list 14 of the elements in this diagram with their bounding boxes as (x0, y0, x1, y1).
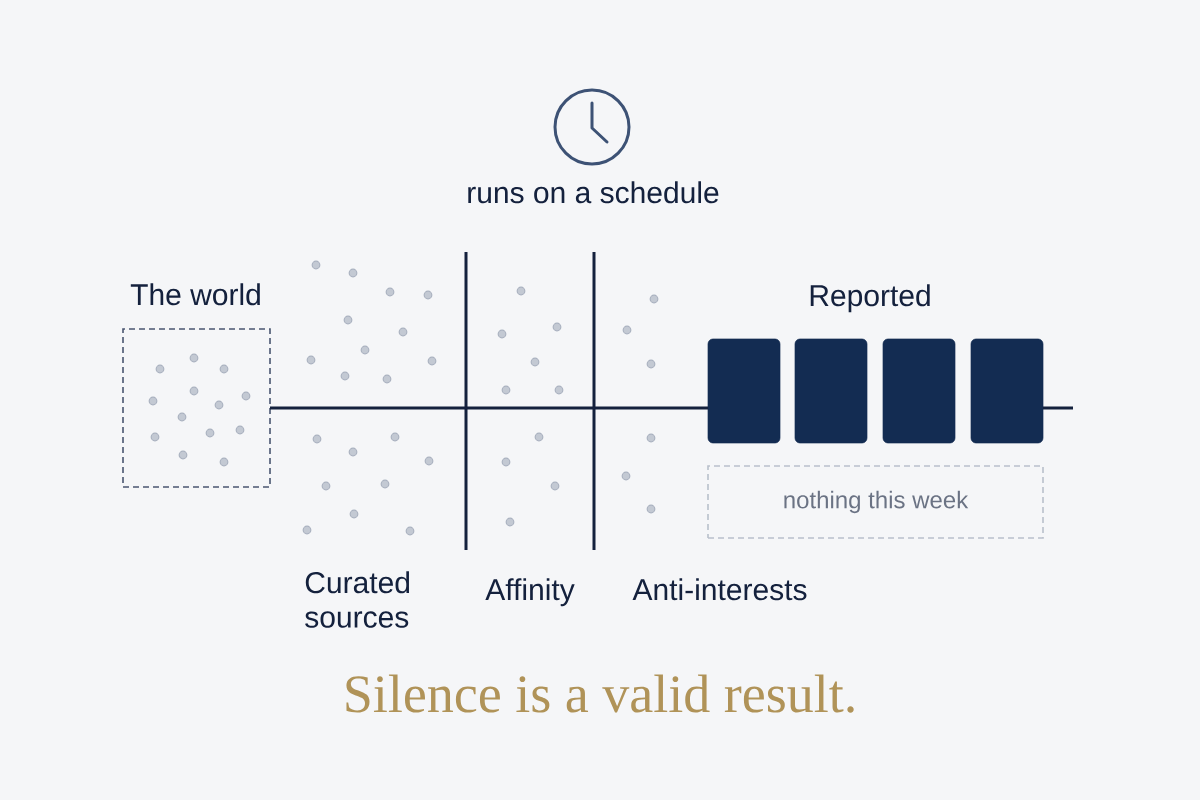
card (707, 338, 781, 444)
connector-line (270, 406, 708, 410)
card (794, 338, 868, 444)
group-heading: Reported (810, 284, 930, 313)
caption: Silence is a valid result. (346, 674, 854, 713)
column-label: Affinity (485, 578, 575, 607)
label: runs on a schedule (468, 181, 719, 204)
connector-line (1043, 406, 1073, 410)
column-label: Anti-interests (632, 578, 807, 601)
card (882, 338, 956, 444)
card (970, 338, 1044, 444)
dashed-box: nothing this week (707, 465, 1044, 539)
column-label: Curated sources (305, 571, 410, 628)
box-heading: The world (130, 283, 260, 306)
